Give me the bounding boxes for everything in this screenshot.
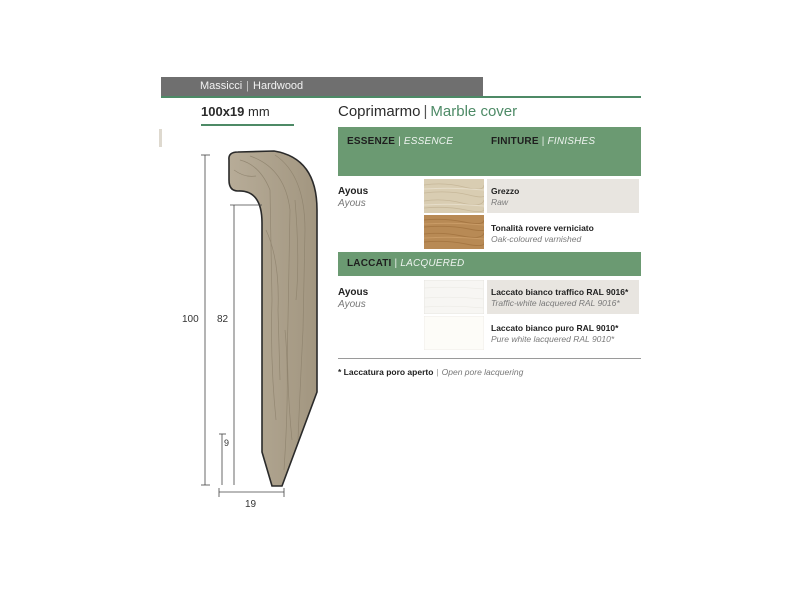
dimension-lines	[201, 154, 285, 497]
product-name-en: Marble cover	[430, 103, 518, 120]
profile-unit: mm	[248, 104, 270, 119]
lacquered-wood-en: Ayous	[338, 299, 366, 310]
finish-raw: Grezzo Raw	[491, 186, 519, 207]
raw-ayous-swatch	[424, 179, 484, 213]
finish-pure-white-it: Laccato bianco puro RAL 9010*	[491, 323, 619, 333]
traffic-white-swatch	[424, 280, 484, 314]
finish-raw-it: Grezzo	[491, 186, 520, 196]
product-separator: |	[423, 103, 428, 120]
lacquered-label-it: LACCATI	[347, 258, 392, 269]
inner-height-label: 82	[217, 314, 229, 325]
lacquered-wood-name: Ayous Ayous	[338, 287, 368, 310]
profile-size: 100x19	[201, 104, 245, 119]
base-label: 9	[224, 438, 230, 448]
finish-row-bg	[487, 179, 639, 213]
footnote: * Laccatura poro aperto|Open pore lacque…	[338, 367, 523, 377]
category-header-bar	[161, 77, 483, 96]
category-it: Massicci	[200, 80, 243, 92]
height-label: 100	[182, 314, 199, 325]
finish-separator: |	[541, 136, 545, 147]
lacquered-label-en: LACQUERED	[400, 258, 465, 269]
lacquered-header: LACCATI|LACQUERED	[347, 258, 464, 269]
lacquered-header-band	[338, 252, 641, 276]
category-header: Massicci|Hardwood	[200, 80, 303, 92]
finish-pure-white-en: Pure white lacquered RAL 9010*	[491, 334, 615, 344]
lacquered-wood-it: Ayous	[338, 287, 369, 298]
category-separator: |	[246, 80, 250, 92]
side-marker	[159, 129, 162, 147]
footnote-it: * Laccatura poro aperto	[338, 367, 434, 377]
profile-dimension-title: 100x19 mm	[201, 104, 270, 119]
essence-header: ESSENZE|ESSENCE	[347, 136, 453, 147]
lacquered-row-bg	[487, 280, 639, 314]
finish-label-en: FINISHES	[547, 136, 596, 147]
finish-label-it: FINITURE	[491, 136, 539, 147]
product-title: Coprimarmo|Marble cover	[338, 103, 517, 120]
footnote-separator: |	[436, 367, 439, 377]
product-name-it: Coprimarmo	[338, 103, 421, 120]
finish-traffic-white-it: Laccato bianco traffico RAL 9016*	[491, 287, 629, 297]
finish-raw-en: Raw	[491, 197, 509, 207]
essence-separator: |	[398, 136, 401, 147]
width-label: 19	[245, 499, 257, 510]
dimension-underline	[201, 124, 294, 126]
essence-finish-header-band	[338, 127, 641, 176]
header-divider	[161, 96, 641, 98]
essence-label-it: ESSENZE	[347, 136, 396, 147]
essence-wood-name: Ayous Ayous	[338, 186, 368, 209]
oak-varnished-swatch	[424, 215, 484, 249]
wood-profile-shape	[228, 150, 318, 487]
wood-grain-lines	[233, 154, 306, 471]
finish-oak-en: Oak-coloured varnished	[491, 234, 582, 244]
finish-traffic-white: Laccato bianco traffico RAL 9016* Traffi…	[491, 287, 628, 308]
pure-white-swatch	[424, 316, 484, 350]
table-bottom-divider	[338, 358, 641, 359]
lacquered-separator: |	[394, 258, 398, 269]
essence-wood-it: Ayous	[338, 186, 369, 197]
finish-oak-varnished: Tonalità rovere verniciato Oak-coloured …	[491, 223, 594, 244]
finish-header: FINITURE|FINISHES	[491, 136, 595, 147]
finish-traffic-white-en: Traffic-white lacquered RAL 9016*	[491, 298, 620, 308]
essence-label-en: ESSENCE	[403, 136, 454, 147]
category-en: Hardwood	[253, 80, 304, 92]
finish-pure-white: Laccato bianco puro RAL 9010* Pure white…	[491, 323, 618, 344]
finish-oak-it: Tonalità rovere verniciato	[491, 223, 594, 233]
essence-wood-en: Ayous	[338, 198, 366, 209]
footnote-en: Open pore lacquering	[441, 367, 524, 377]
